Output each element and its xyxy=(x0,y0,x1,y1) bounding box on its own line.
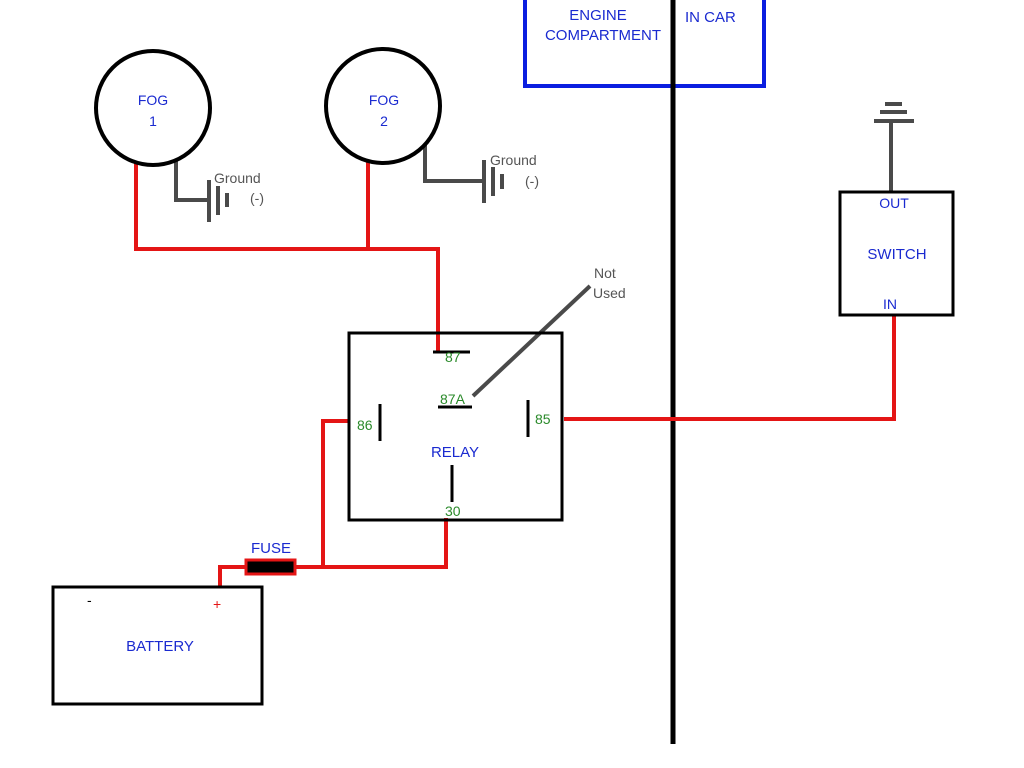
fog-light-2: FOG 2 xyxy=(324,47,442,165)
switch-in-label: IN xyxy=(883,296,897,312)
fuse-body xyxy=(244,558,297,576)
switch: OUT SWITCH IN xyxy=(838,190,955,317)
fog-light-1-circle xyxy=(94,49,212,167)
relay-box xyxy=(347,331,564,522)
fuse-label: FUSE xyxy=(251,540,291,557)
fog-light-2-label: FOG xyxy=(369,92,399,108)
relay-pin-87-label: 87 xyxy=(445,349,461,365)
ground-2-label: Ground xyxy=(490,152,537,168)
relay: 87 87A 86 85 30 RELAY xyxy=(347,331,564,522)
ground-1-label: Ground xyxy=(214,170,261,186)
wire-30-to-fuse xyxy=(295,518,448,569)
fuse: FUSE xyxy=(244,540,297,576)
fog-light-1: FOG 1 xyxy=(94,49,212,167)
relay-pin-30-label: 30 xyxy=(445,503,461,519)
zone-border xyxy=(523,0,766,88)
not-used-label-line1: Not xyxy=(594,265,616,281)
battery-box xyxy=(51,585,264,706)
fog-light-1-label: FOG xyxy=(138,92,168,108)
switch-ground-symbol xyxy=(874,102,914,123)
battery: - + BATTERY xyxy=(51,585,264,706)
not-used-label-line2: Used xyxy=(593,285,626,301)
switch-out-label: OUT xyxy=(879,195,909,211)
wire-fog2-ground xyxy=(423,141,482,183)
battery-positive-terminal: + xyxy=(213,596,221,612)
fog-light-2-number: 2 xyxy=(380,113,388,129)
zone-engine-label-line2: COMPARTMENT xyxy=(545,27,661,44)
battery-negative-terminal: - xyxy=(87,592,92,608)
wire-fog-to-87 xyxy=(134,160,440,352)
zone-in-car-label: IN CAR xyxy=(685,9,736,26)
relay-pin-85-label: 85 xyxy=(535,411,551,427)
zone-engine-label-line1: ENGINE xyxy=(569,7,627,24)
switch-box xyxy=(838,190,955,317)
switch-label: SWITCH xyxy=(867,246,926,263)
relay-label: RELAY xyxy=(431,444,479,461)
battery-label: BATTERY xyxy=(126,638,194,655)
ground-1-sign: (-) xyxy=(250,190,264,206)
wire-fuse-to-battery xyxy=(218,565,246,586)
wire-86-to-fuse xyxy=(321,419,349,567)
wire-87a-not-used xyxy=(471,284,592,398)
relay-pin-86-label: 86 xyxy=(357,417,373,433)
fog-light-1-number: 1 xyxy=(149,113,157,129)
relay-pin-87a-label: 87A xyxy=(440,391,466,407)
ground-2-sign: (-) xyxy=(525,173,539,189)
ground-symbol-2 xyxy=(482,160,504,203)
zone-box: ENGINE COMPARTMENT IN CAR xyxy=(523,0,766,88)
power-wires xyxy=(134,156,896,586)
ground-symbol-1 xyxy=(207,180,229,222)
wire-85-to-switch xyxy=(564,316,896,421)
ground-wires xyxy=(174,122,893,398)
wire-fog1-ground xyxy=(174,156,208,202)
fog-light-2-circle xyxy=(324,47,442,165)
